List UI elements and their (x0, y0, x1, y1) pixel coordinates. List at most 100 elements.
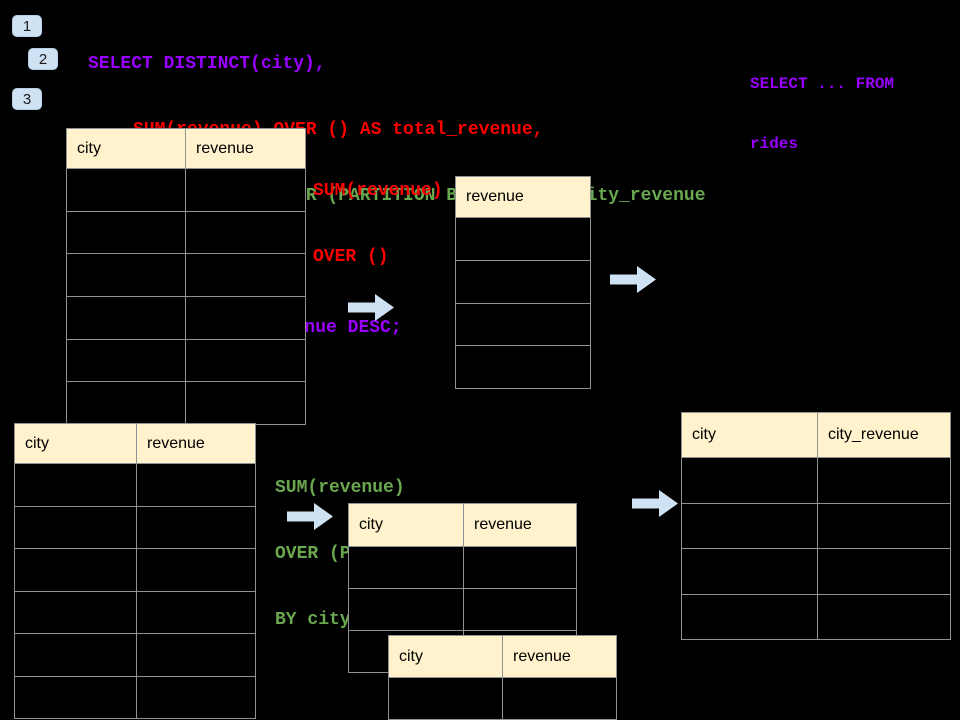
column-header-city: city (67, 129, 186, 168)
code-line-select: SELECT DISTINCT(city), (88, 54, 326, 74)
flow-arrow-icon (348, 294, 394, 321)
table-row (15, 463, 255, 506)
table-cell (15, 506, 137, 548)
table-source-rides-top: city revenue (66, 128, 306, 426)
label-line: SUM(revenue) (313, 181, 443, 201)
table-cell (186, 297, 305, 339)
table-row (67, 296, 305, 339)
table-cell (67, 254, 186, 297)
table-row (456, 302, 590, 346)
table-cell (137, 634, 255, 676)
table-cell (682, 594, 818, 640)
step-badge-label: 1 (22, 17, 32, 35)
table-cell (389, 678, 503, 719)
step-badge-2: 2 (28, 48, 58, 70)
table-cell (15, 591, 137, 633)
table-cell (137, 507, 255, 549)
table-cell (186, 340, 305, 382)
table-cell (464, 547, 576, 588)
table-cell (137, 592, 255, 634)
label-line: OVER () (313, 247, 389, 267)
table-cell (67, 169, 186, 211)
table-cell (456, 218, 590, 260)
table-partition-group-front: city revenue (388, 635, 617, 720)
table-cell (137, 677, 255, 719)
flow-arrow-icon (287, 503, 333, 530)
table-cell (67, 382, 186, 425)
table-body (67, 168, 305, 425)
table-row (67, 381, 305, 425)
table-body (15, 463, 255, 718)
column-header-city-revenue: city_revenue (828, 426, 919, 443)
table-row (67, 210, 305, 254)
column-header-city: city (389, 636, 503, 677)
table-cell (186, 254, 305, 296)
table-body (456, 217, 590, 388)
table-row (67, 338, 305, 382)
table-cell (67, 297, 186, 339)
table-cell (349, 589, 464, 630)
table-row (15, 633, 255, 676)
table-row (682, 548, 950, 594)
table-header-row: city revenue (349, 504, 576, 546)
table-row (15, 505, 255, 549)
column-header-city: city (682, 413, 818, 457)
table-header-row: city revenue (15, 424, 255, 463)
label-line: BY city) (275, 610, 362, 630)
column-header-revenue: revenue (196, 139, 254, 157)
column-header-revenue: revenue (147, 434, 205, 452)
table-row (67, 168, 305, 211)
flow-arrow-icon (610, 266, 656, 293)
step-badge-label: 3 (22, 90, 32, 108)
table-cell (186, 169, 305, 211)
table-cell (67, 339, 186, 382)
table-row (15, 675, 255, 719)
table-cell (349, 547, 464, 588)
table-body (389, 677, 616, 720)
side-note-line: rides (750, 135, 799, 153)
table-row (456, 217, 590, 260)
table-row (389, 677, 616, 719)
table-cell (818, 504, 950, 549)
step-badge-label: 2 (38, 50, 48, 68)
table-row (682, 457, 950, 503)
label-line: SUM(revenue) (275, 478, 405, 498)
table-row (67, 253, 305, 297)
table-header-row: city city_revenue (682, 413, 950, 457)
label-sum-over-all: SUM(revenue) OVER () (313, 136, 443, 312)
table-total-revenue-result: revenue (455, 176, 591, 390)
table-cell (682, 503, 818, 549)
table-header-row: revenue (456, 177, 590, 217)
step-badge-3: 3 (12, 88, 42, 110)
table-cell (682, 458, 818, 503)
table-header-row: city revenue (67, 129, 305, 168)
column-header-revenue: revenue (474, 516, 532, 533)
table-row (15, 590, 255, 634)
table-cell (503, 678, 616, 719)
table-city-revenue-result: city city_revenue (681, 412, 951, 641)
side-note-select-from-rides: SELECT ... FROM rides (750, 34, 894, 194)
table-cell (818, 595, 950, 640)
table-row (456, 259, 590, 303)
table-cell (137, 549, 255, 591)
table-cell (67, 211, 186, 254)
column-header-city: city (15, 424, 137, 463)
table-cell (137, 464, 255, 506)
table-cell (464, 589, 576, 630)
column-header-city: city (349, 504, 464, 546)
table-cell (456, 304, 590, 346)
table-row (456, 345, 590, 388)
table-source-rides-bottom: city revenue (14, 423, 256, 719)
table-row (682, 593, 950, 640)
table-cell (15, 676, 137, 718)
column-header-revenue: revenue (466, 188, 524, 205)
table-cell (818, 458, 950, 503)
table-row (349, 588, 576, 630)
table-cell (682, 549, 818, 594)
table-cell (818, 549, 950, 594)
step-badge-1: 1 (12, 15, 42, 37)
table-row (15, 548, 255, 591)
table-cell (15, 634, 137, 676)
side-note-line: SELECT ... FROM (750, 75, 895, 93)
